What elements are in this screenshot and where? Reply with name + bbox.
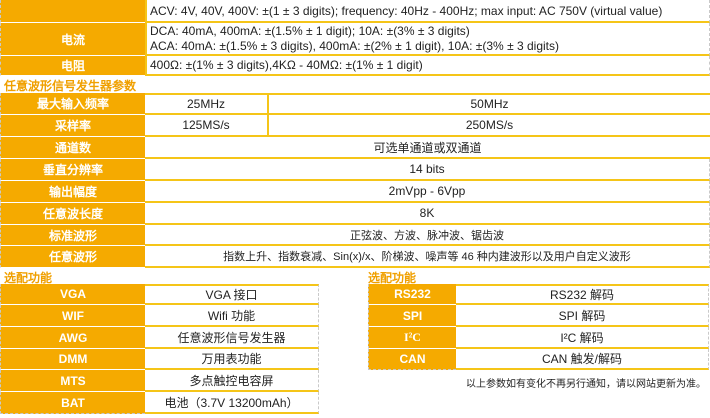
row-label: 电阻 [0, 56, 145, 76]
option-value: RS232 解码 [456, 284, 709, 305]
row-value: 400Ω: ±(1% ± 3 digits),4KΩ - 40MΩ: ±(1% … [145, 56, 710, 76]
spec-row-channels: 通道数 可选单通道或双通道 [0, 137, 710, 159]
row-label: 标准波形 [0, 225, 145, 246]
section-heading-options-right: 选配功能 [368, 271, 417, 285]
row-label: 最大输入频率 [0, 93, 145, 115]
row-value: 2mVpp - 6Vpp [145, 181, 710, 203]
option-label: AWG [0, 327, 145, 349]
value-line: 400Ω: ±(1% ± 3 digits),4KΩ - 40MΩ: ±(1% … [150, 58, 423, 72]
section-heading-options-left: 选配功能 [4, 271, 53, 285]
option-value: 万用表功能 [145, 349, 319, 370]
row-value: DCA: 40mA, 400mA: ±(1.5% ± 1 digit); 10A… [145, 23, 710, 56]
spec-row-vertical-resolution: 垂直分辨率 14 bits [0, 159, 710, 181]
row-label: 垂直分辨率 [0, 159, 145, 181]
row-label: 任意波形 [0, 246, 145, 268]
spec-row-amplitude: 输出幅度 2mVpp - 6Vpp [0, 181, 710, 203]
spec-row-current: 电流 DCA: 40mA, 400mA: ±(1.5% ± 1 digit); … [0, 23, 710, 56]
option-label: RS232 [368, 284, 456, 305]
row-value: 正弦波、方波、脉冲波、锯齿波 [145, 225, 710, 246]
row-value: 125MS/s [145, 115, 269, 137]
row-label: 通道数 [0, 137, 145, 159]
value-line: ACV: 4V, 40V, 400V: ±(1 ± 3 digits); fre… [150, 3, 663, 18]
option-value: VGA 接口 [145, 284, 319, 305]
option-value: I²C 解码 [456, 327, 709, 349]
option-row-can: CAN CAN 触发/解码 [368, 349, 709, 370]
option-value: SPI 解码 [456, 305, 709, 327]
option-row-rs232: RS232 RS232 解码 [368, 284, 709, 305]
row-label: 任意波长度 [0, 203, 145, 225]
option-label: MTS [0, 370, 145, 392]
option-value: Wifi 功能 [145, 305, 319, 327]
row-value: 指数上升、指数衰减、Sin(x)/x、阶梯波、噪声等 46 种内建波形以及用户自… [145, 246, 710, 268]
option-value: 任意波形信号发生器 [145, 327, 319, 349]
option-row-spi: SPI SPI 解码 [368, 305, 709, 327]
row-value: 8K [145, 203, 710, 225]
option-row-i2c: I²C I²C 解码 [368, 327, 709, 349]
option-label: WIF [0, 305, 145, 327]
option-value: 多点触控电容屏 [145, 370, 319, 392]
row-label: 电流 [0, 23, 145, 56]
option-label: I²C [368, 327, 456, 349]
row-value: 可选单通道或双通道 [145, 137, 710, 159]
option-value: CAN 触发/解码 [456, 349, 709, 370]
spec-row-standard-waveforms: 标准波形 正弦波、方波、脉冲波、锯齿波 [0, 225, 710, 246]
row-value: 14 bits [145, 159, 710, 181]
option-label: CAN [368, 349, 456, 370]
spec-row-sample-rate: 采样率 125MS/s 250MS/s [0, 115, 710, 137]
footnote: 以上参数如有变化不再另行通知，请以网站更新为准。 [466, 379, 706, 390]
row-label: 输出幅度 [0, 181, 145, 203]
value-line: DCA: 40mA, 400mA: ±(1.5% ± 1 digit); 10A… [150, 23, 470, 38]
option-label: BAT [0, 392, 145, 414]
option-label: DMM [0, 349, 145, 370]
spec-row-resistance: 电阻 400Ω: ±(1% ± 3 digits),4KΩ - 40MΩ: ±(… [0, 56, 710, 76]
spec-row-acv: ACV: 4V, 40V, 400V: ±(1 ± 3 digits); fre… [0, 0, 710, 23]
spec-row-arb-length: 任意波长度 8K [0, 203, 710, 225]
row-value: 250MS/s [269, 115, 710, 137]
row-value: 25MHz [145, 93, 269, 115]
option-row-awg: AWG 任意波形信号发生器 [0, 327, 319, 349]
section-heading-awg: 任意波形信号发生器参数 [4, 79, 137, 93]
option-row-wifi: WIF Wifi 功能 [0, 305, 319, 327]
row-value: ACV: 4V, 40V, 400V: ±(1 ± 3 digits); fre… [145, 0, 710, 23]
value-line: ACA: 40mA: ±(1.5% ± 3 digits), 400mA: ±(… [150, 38, 560, 53]
spec-row-arb-waveforms: 任意波形 指数上升、指数衰减、Sin(x)/x、阶梯波、噪声等 46 种内建波形… [0, 246, 710, 268]
spec-row-max-freq: 最大输入频率 25MHz 50MHz [0, 93, 710, 115]
option-row-dmm: DMM 万用表功能 [0, 349, 319, 370]
option-row-vga: VGA VGA 接口 [0, 284, 319, 305]
option-row-mts: MTS 多点触控电容屏 [0, 370, 319, 392]
option-label: VGA [0, 284, 145, 305]
row-value: 50MHz [269, 93, 710, 115]
option-value: 电池（3.7V 13200mAh） [145, 392, 319, 414]
option-row-bat: BAT 电池（3.7V 13200mAh） [0, 392, 319, 414]
row-label: 采样率 [0, 115, 145, 137]
row-label [0, 0, 145, 23]
option-label: SPI [368, 305, 456, 327]
